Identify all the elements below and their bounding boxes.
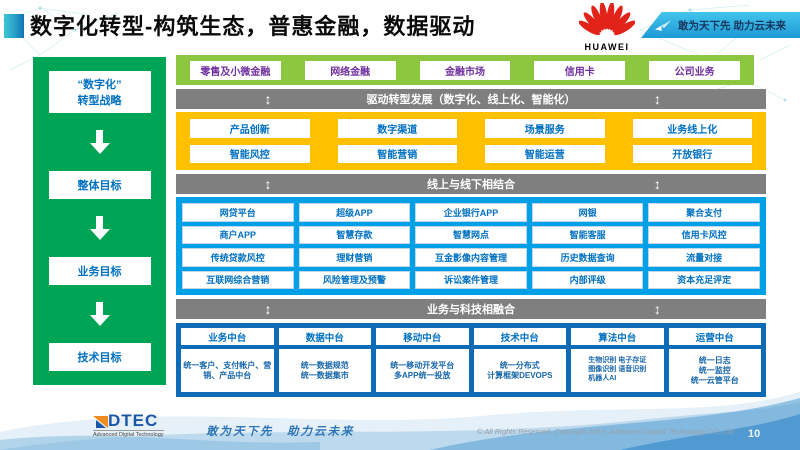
diagram-node: 流量对接 xyxy=(648,248,760,267)
business-lines-row: 零售及小微金融 网络金融 金融市场 信用卡 公司业务 xyxy=(176,55,754,85)
platform-body: 统一客户、支付帐户、营销、产品中台 xyxy=(181,349,274,392)
diagram-node: 信用卡风控 xyxy=(648,225,760,244)
updown-arrow-icon: ↕ xyxy=(264,91,272,107)
platform-body: 统一移动开发平台 多APP统一投放 xyxy=(376,349,469,392)
copyright-text: © All Rights Reserved. Copyright 2019. A… xyxy=(477,427,734,436)
updown-arrow-icon: ↕ xyxy=(653,301,661,317)
platform-column: 运营中台 统一日志 统一监控 统一云管平台 xyxy=(668,328,761,392)
diagram-node: 智能营销 xyxy=(337,144,457,163)
diagram-node: 企业银行APP xyxy=(415,203,527,222)
diagram-node: 产品创新 xyxy=(190,119,310,138)
paper-plane-icon xyxy=(655,19,672,31)
strategy-sidebar: “数字化” 转型战略 整体目标 业务目标 技术目标 xyxy=(33,57,166,385)
diagram-node: 资本充足评定 xyxy=(648,270,760,289)
sidebar-node-overall-goal: 整体目标 xyxy=(48,171,151,199)
dtec-wordmark: DTEC xyxy=(108,411,159,430)
platform-title: 业务中台 xyxy=(181,328,274,345)
platform-column: 业务中台 统一客户、支付帐户、营销、产品中台 xyxy=(181,328,274,392)
platform-title: 技术中台 xyxy=(473,328,566,345)
middle-platform-section: 业务中台 统一客户、支付帐户、营销、产品中台 数据中台 统一数据规范 统一数据集… xyxy=(176,323,766,397)
down-arrow-icon xyxy=(89,302,110,326)
diagram-node: 内部评级 xyxy=(531,270,644,289)
platform-body: 生物识别 电子存证 图像识别 语音识别 机器人AI xyxy=(571,349,664,392)
diagram-node: 网银 xyxy=(531,203,644,222)
divider-bar-drive-transform: ↕ 驱动转型发展（数字化、线上化、智能化） ↕ xyxy=(176,89,766,109)
platform-body: 统一日志 统一监控 统一云管平台 xyxy=(668,349,761,392)
architecture-diagram: 零售及小微金融 网络金融 金融市场 信用卡 公司业务 ↕ 驱动转型发展（数字化、… xyxy=(176,55,766,397)
platform-column: 算法中台 生物识别 电子存证 图像识别 语音识别 机器人AI xyxy=(571,328,664,392)
sidebar-node-tech-goal: 技术目标 xyxy=(48,343,151,371)
platform-title: 算法中台 xyxy=(571,328,664,345)
diagram-node: 信用卡 xyxy=(534,60,626,80)
diagram-node: 传统贷款风控 xyxy=(182,248,294,267)
diagram-node: 公司业务 xyxy=(649,60,740,80)
diagram-node: 历史数据查询 xyxy=(531,248,644,267)
header-slogan-banner: 敢为天下先 助力云未来 xyxy=(641,12,800,38)
diagram-node: 开放银行 xyxy=(632,144,752,163)
page-number: 10 xyxy=(748,428,761,440)
diagram-node: 智能运营 xyxy=(485,144,605,163)
diagram-node: 金融市场 xyxy=(419,60,511,80)
dtec-logo-subtext: Advanced Digital Technology xyxy=(93,430,164,438)
page-title: 数字化转型-构筑生态，普惠金融，数据驱动 xyxy=(30,14,476,39)
diagram-node: 商户APP xyxy=(182,225,294,244)
capability-section: 产品创新 数字渠道 场景服务 业务线上化 智能风控 智能营销 智能运营 开放银行 xyxy=(176,112,766,170)
huawei-logo: HUAWEI xyxy=(576,1,638,52)
diagram-node: 智慧网点 xyxy=(415,225,527,244)
platform-title: 数据中台 xyxy=(278,328,371,345)
dtec-logo: DTEC Advanced Digital Technology xyxy=(93,411,164,438)
updown-arrow-icon: ↕ xyxy=(653,176,661,192)
platform-title: 运营中台 xyxy=(668,328,761,345)
divider-bar-label: 业务与科技相融合 xyxy=(427,304,515,316)
diagram-node: 诉讼案件管理 xyxy=(415,270,527,289)
platform-column: 技术中台 统一分布式 计算框架DEVOPS xyxy=(473,328,566,392)
platform-title: 移动中台 xyxy=(376,328,469,345)
divider-bar-online-offline: ↕ 线上与线下相结合 ↕ xyxy=(176,174,766,194)
diagram-node: 场景服务 xyxy=(485,119,605,138)
huawei-wordmark: HUAWEI xyxy=(584,42,630,52)
down-arrow-icon xyxy=(89,130,110,154)
diagram-node: 聚合支付 xyxy=(648,203,760,222)
diagram-node: 网络金融 xyxy=(304,60,396,80)
diagram-node: 互联网综合营销 xyxy=(182,270,294,289)
diagram-node: 互金影像内容管理 xyxy=(415,248,527,267)
sidebar-node-strategy: “数字化” 转型战略 xyxy=(48,71,151,113)
footer-slogan: 敢为天下先 助力云未来 xyxy=(206,426,355,438)
divider-bar-label: 驱动转型发展（数字化、线上化、智能化） xyxy=(366,94,576,106)
sidebar-node-business-goal: 业务目标 xyxy=(48,257,151,285)
diagram-node: 零售及小微金融 xyxy=(190,60,281,80)
divider-bar-label: 线上与线下相结合 xyxy=(427,179,515,191)
updown-arrow-icon: ↕ xyxy=(264,301,272,317)
diagram-node: 智能风控 xyxy=(190,144,310,163)
diagram-node: 数字渠道 xyxy=(337,119,457,138)
divider-bar-tech-fusion: ↕ 业务与科技相融合 ↕ xyxy=(176,299,766,319)
application-matrix-section: 网贷平台 超级APP 企业银行APP 网银 聚合支付 商户APP 智慧存款 智慧… xyxy=(176,197,766,295)
updown-arrow-icon: ↕ xyxy=(264,176,272,192)
diagram-node: 智慧存款 xyxy=(298,225,411,244)
diagram-node: 超级APP xyxy=(298,203,411,222)
title-accent-square xyxy=(4,14,24,38)
platform-column: 数据中台 统一数据规范 统一数据集市 xyxy=(278,328,371,392)
diagram-node: 业务线上化 xyxy=(632,119,752,138)
down-arrow-icon xyxy=(89,216,110,240)
updown-arrow-icon: ↕ xyxy=(653,91,661,107)
platform-body: 统一数据规范 统一数据集市 xyxy=(278,349,371,392)
header-slogan-text: 敢为天下先 助力云未来 xyxy=(678,19,786,32)
platform-body: 统一分布式 计算框架DEVOPS xyxy=(473,349,566,392)
platform-column: 移动中台 统一移动开发平台 多APP统一投放 xyxy=(376,328,469,392)
diagram-node: 智能客服 xyxy=(531,225,644,244)
diagram-node: 理财营销 xyxy=(298,248,411,267)
diagram-node: 风险管理及预警 xyxy=(298,270,411,289)
huawei-flower-icon xyxy=(578,1,636,36)
dtec-logo-blue-icon xyxy=(96,420,106,428)
diagram-node: 网贷平台 xyxy=(182,203,294,222)
